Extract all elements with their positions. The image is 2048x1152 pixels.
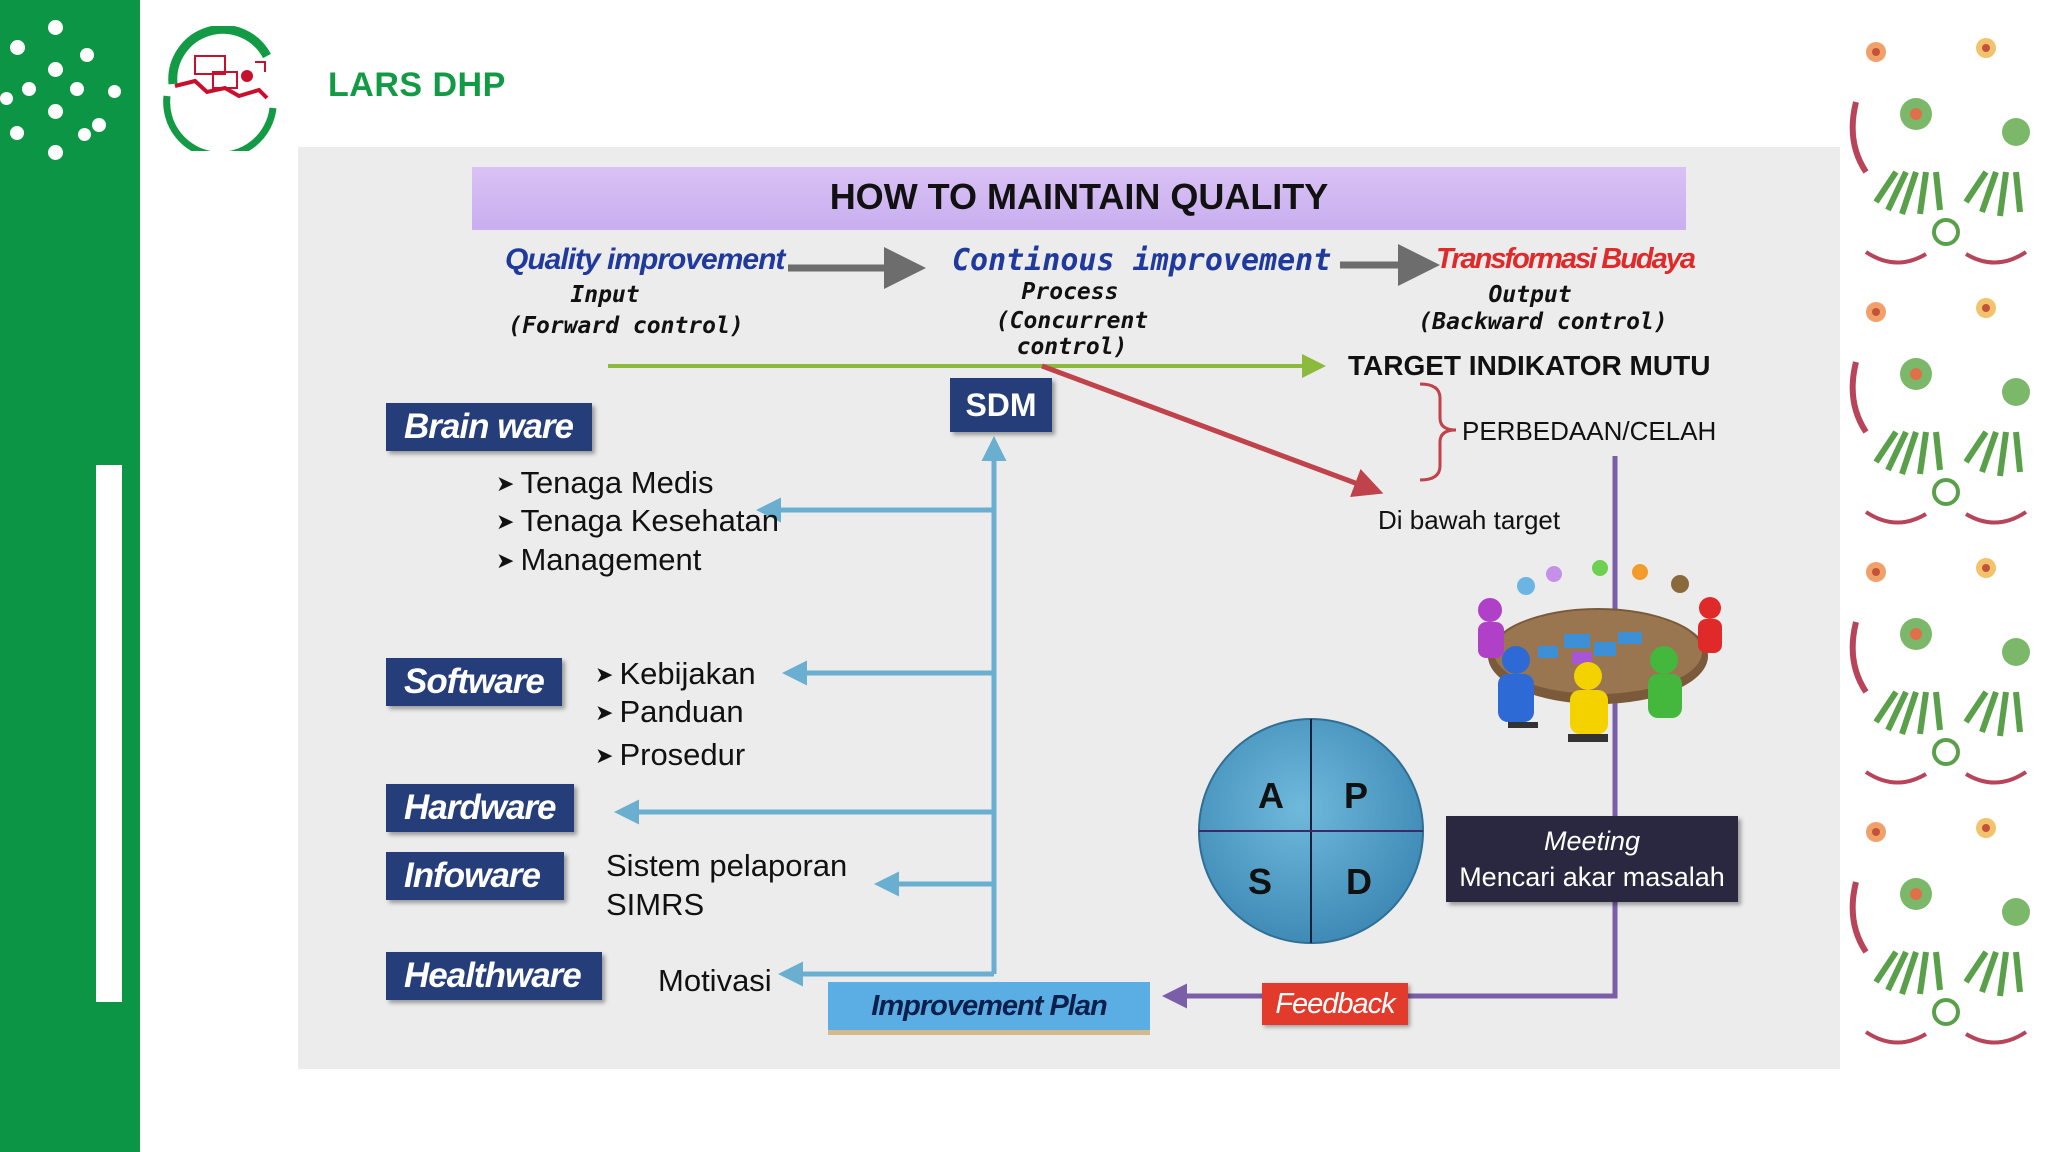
stage-output-role: Output [1488, 282, 1572, 308]
stage-process-name: Continous improvement [952, 243, 1332, 278]
pdca-cycle: A P S D [1198, 718, 1424, 944]
gap-label: PERBEDAAN/CELAH [1462, 416, 1717, 446]
meeting-people-icon [1478, 560, 1722, 742]
feedback-box: Feedback [1262, 983, 1408, 1025]
category-healthware: Healthware [386, 952, 602, 1000]
stage-process-role: Process [1021, 279, 1119, 305]
pdca-d: D [1346, 861, 1372, 902]
decor-dot [80, 48, 94, 62]
decor-dot [48, 20, 63, 35]
list-item: ➤Panduan [595, 694, 744, 730]
decor-dot [48, 104, 63, 119]
decor-dot [0, 92, 13, 105]
brand-title: LARS DHP [328, 66, 506, 104]
item-text: Tenaga Kesehatan [520, 503, 779, 538]
title-bar [472, 167, 1686, 230]
decor-dot [78, 128, 91, 141]
decor-dot [92, 118, 106, 132]
list-item: ➤Prosedur [595, 737, 745, 773]
bullet-arrow-icon: ➤ [496, 548, 515, 573]
item-text: Prosedur [619, 737, 746, 772]
pdca-p: P [1344, 775, 1368, 816]
floral-border-icon [1836, 38, 2048, 1142]
list-item: ➤Tenaga Kesehatan [496, 503, 779, 539]
stage-input-name: Quality improvement [505, 243, 785, 276]
item-text: Management [520, 542, 702, 577]
item-text: Panduan [619, 694, 744, 729]
bullet-arrow-icon: ➤ [595, 700, 614, 725]
improvement-plan-box: Improvement Plan [828, 982, 1150, 1035]
category-brainware: Brain ware [386, 403, 592, 451]
stage-input-control: (Forward control) [508, 313, 744, 339]
decor-dot [10, 126, 24, 140]
bullet-arrow-icon: ➤ [496, 471, 515, 496]
category-hardware: Hardware [386, 784, 574, 832]
category-infoware: Infoware [386, 852, 564, 900]
decor-dot [48, 145, 63, 160]
list-item: ➤Kebijakan [595, 656, 756, 692]
item-text: Kebijakan [619, 656, 756, 691]
list-item: Sistem pelaporan [606, 848, 848, 883]
decor-dot [22, 82, 36, 96]
list-item: SIMRS [606, 887, 705, 922]
stage-output-name: Transformasi Budaya [1436, 243, 1696, 275]
decor-dot [10, 40, 25, 55]
slide-title: HOW TO MAINTAIN QUALITY [829, 176, 1329, 217]
item-text: Tenaga Medis [520, 465, 714, 500]
decor-dot [48, 62, 63, 77]
bullet-arrow-icon: ➤ [496, 509, 515, 534]
logo-map-icon [163, 26, 277, 151]
list-item: ➤Tenaga Medis [496, 465, 713, 501]
sdm-box: SDM [950, 378, 1052, 432]
bullet-arrow-icon: ➤ [595, 743, 614, 768]
decor-dot [70, 82, 84, 96]
pdca-a: A [1258, 775, 1284, 816]
list-item: ➤Management [496, 542, 701, 578]
stage-input-role: Input [570, 282, 640, 308]
below-target-label: Di bawah target [1378, 505, 1561, 535]
target-label: TARGET INDIKATOR MUTU [1348, 350, 1711, 381]
stage-process-control: (Concurrent control) [995, 308, 1149, 360]
left-white-bar [96, 465, 122, 1002]
bullet-arrow-icon: ➤ [595, 662, 614, 687]
stage-output-control: (Backward control) [1418, 309, 1668, 335]
meeting-subtitle: Mencari akar masalah [1459, 862, 1725, 892]
meeting-box: Meeting Mencari akar masalah [1446, 816, 1738, 902]
category-software: Software [386, 658, 562, 706]
pdca-s: S [1248, 861, 1272, 902]
list-item: Motivasi [658, 963, 772, 998]
decor-dot [108, 85, 121, 98]
meeting-title: Meeting [1543, 826, 1641, 856]
